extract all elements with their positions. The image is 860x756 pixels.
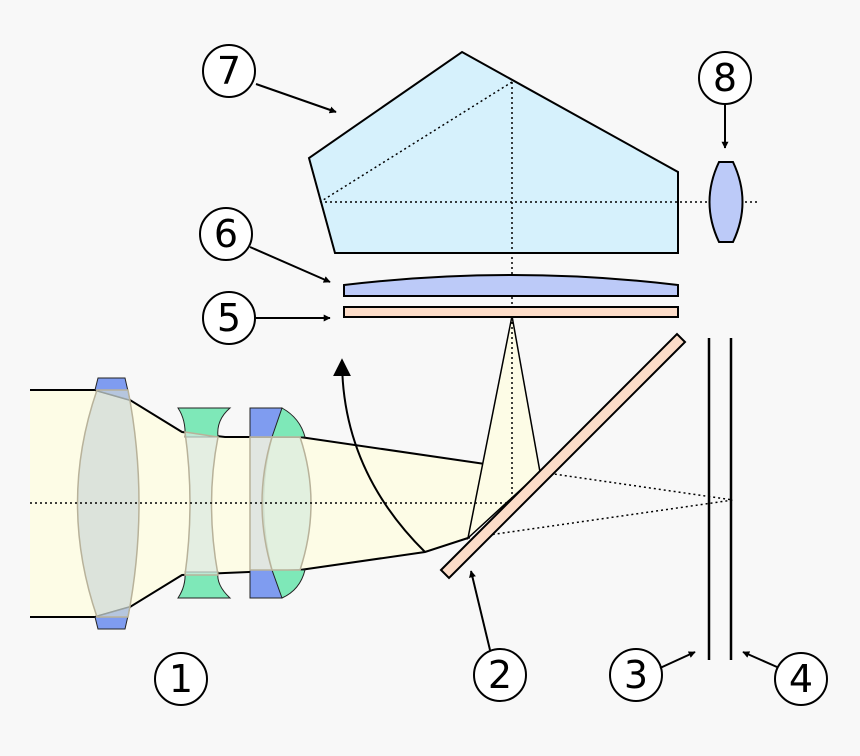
callout-6-arrow — [249, 246, 331, 283]
callout-2-arrow — [469, 570, 491, 651]
callout-7-arrow — [255, 83, 337, 114]
condenser-lens — [343, 274, 679, 297]
focusing-screen — [343, 306, 679, 318]
callout-2-label: 2 — [488, 653, 512, 697]
callout-6-label: 6 — [214, 212, 238, 256]
callout-5: 5 — [202, 291, 331, 345]
callout-3: 3 — [609, 648, 696, 702]
callout-5-label: 5 — [217, 296, 241, 340]
concave-lens-element — [177, 407, 232, 599]
reflex-mirror — [439, 332, 687, 580]
callout-1: 1 — [154, 652, 208, 706]
callout-1-label: 1 — [169, 657, 193, 701]
callout-3-label: 3 — [624, 653, 648, 697]
pentaprism — [307, 50, 679, 254]
callout-4-arrow — [742, 651, 778, 668]
callout-3-arrow — [659, 651, 696, 669]
reflected-cone — [466, 315, 541, 541]
callout-7: 7 — [202, 44, 337, 114]
sensor-ray-upper — [539, 471, 734, 501]
callout-6: 6 — [199, 207, 331, 283]
callout-8: 8 — [698, 51, 752, 149]
mirror-flip-arrow — [333, 358, 426, 553]
callout-8-label: 8 — [713, 56, 737, 100]
callout-4-label: 4 — [789, 657, 813, 701]
callout-7-label: 7 — [217, 49, 241, 93]
callout-2: 2 — [469, 570, 527, 702]
front-lens-element — [76, 377, 140, 630]
callout-4: 4 — [742, 651, 828, 706]
eyepiece-lens — [708, 161, 744, 243]
